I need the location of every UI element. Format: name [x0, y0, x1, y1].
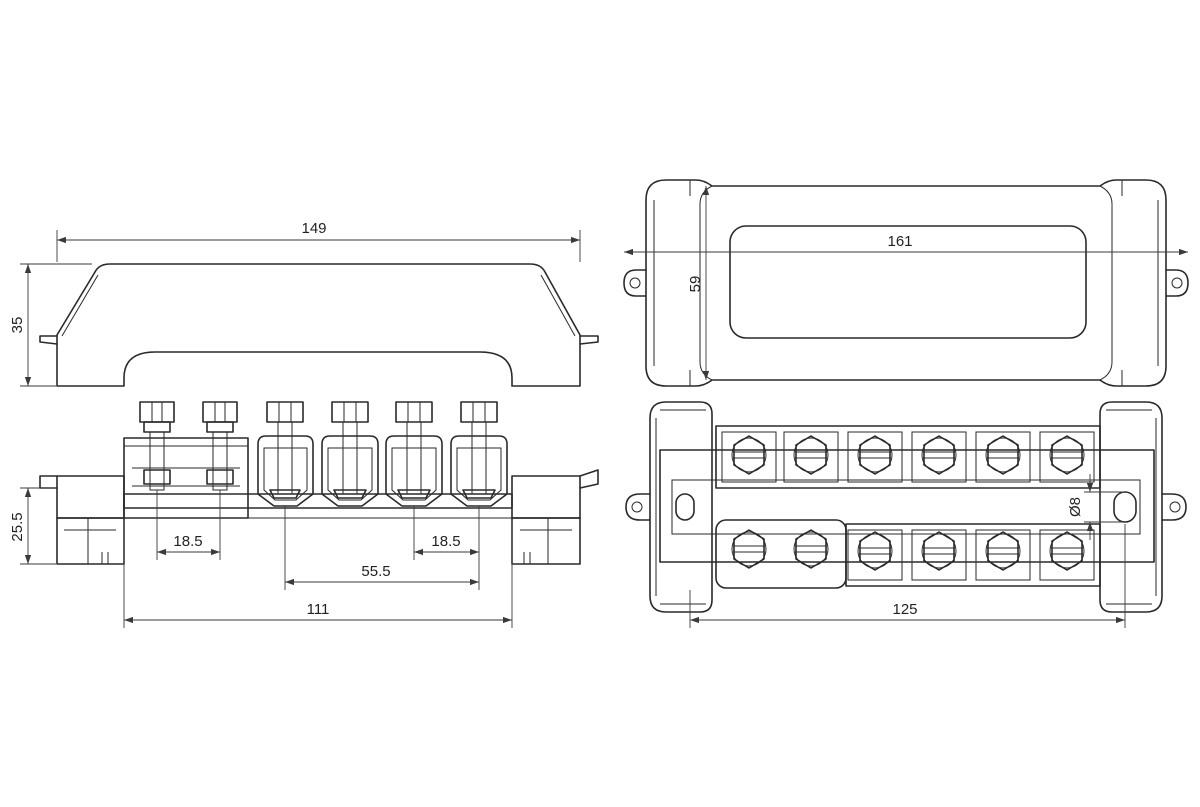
dimension-161: 161: [624, 233, 1188, 256]
dimension-label-161: 161: [887, 233, 912, 250]
dimension-label-diameter-8: Ø8: [1067, 497, 1084, 517]
dimension-149: 149: [56, 220, 581, 262]
bolt-double-1: [139, 401, 175, 491]
dimension-label-18-5-right: 18.5: [431, 533, 460, 550]
dimension-35: 35: [9, 263, 92, 387]
dimension-18-5-left: 18.5: [156, 490, 221, 560]
dimension-25-5: 25.5: [9, 487, 56, 565]
dimension-111: 111: [123, 520, 513, 628]
dimension-label-59: 59: [687, 276, 704, 293]
dimension-label-149: 149: [301, 220, 326, 237]
dimension-diameter-8: Ø8: [1067, 474, 1124, 540]
dimension-label-55-5: 55.5: [361, 563, 390, 580]
bottom-row-clamps: [731, 529, 1095, 581]
dimension-55-5: 55.5: [284, 506, 480, 590]
dimension-59: 59: [687, 186, 710, 380]
base-side-view: [39, 401, 599, 565]
single-clamp-2: [321, 401, 379, 507]
single-clamp-4: [450, 401, 508, 507]
top-row-clamps: [721, 431, 1095, 483]
dimension-label-111: 111: [307, 601, 330, 618]
cover-plan-view: [623, 179, 1189, 387]
dimension-18-5-right: 18.5: [413, 506, 480, 560]
dimension-125: 125: [689, 524, 1126, 628]
single-clamp-1: [257, 401, 314, 507]
dimension-label-18-5-left: 18.5: [173, 533, 202, 550]
dimension-label-25-5: 25.5: [9, 512, 26, 541]
cover-side-view: [39, 263, 599, 387]
dimension-label-125: 125: [892, 601, 917, 618]
dimension-label-35: 35: [9, 317, 26, 334]
base-plan-view: [625, 401, 1187, 613]
single-clamp-3: [385, 401, 443, 507]
